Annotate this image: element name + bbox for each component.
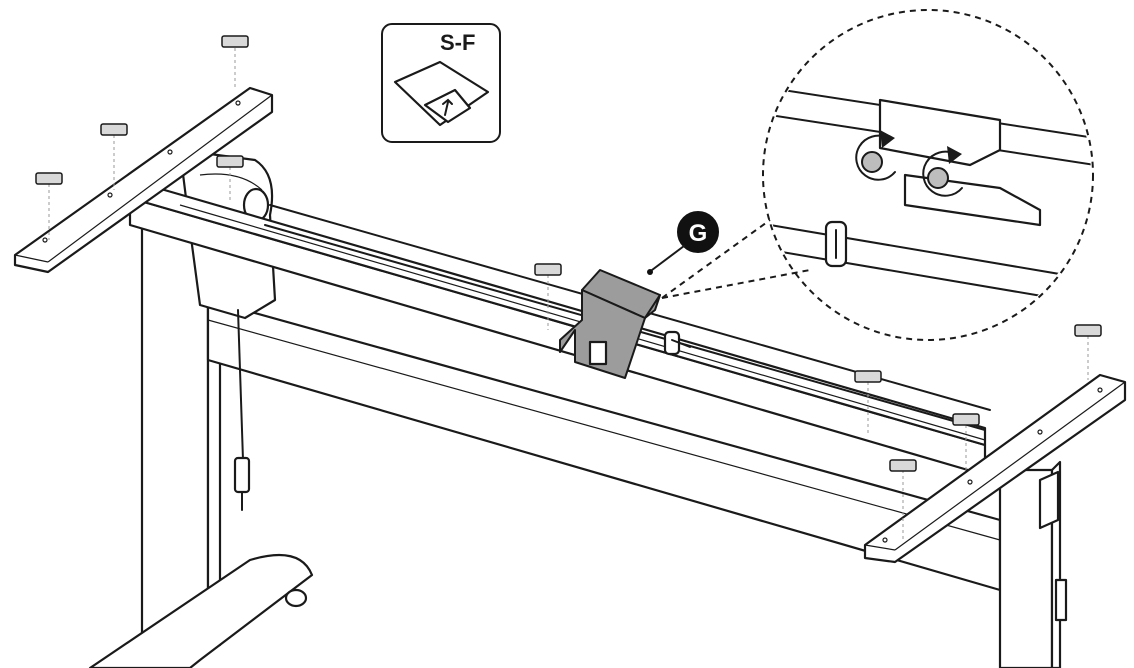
pad: [534, 263, 562, 330]
right-top-arm: [863, 373, 1127, 564]
sf-label: S-F: [440, 30, 475, 55]
rail-clamp: [663, 330, 691, 356]
pad: [952, 413, 980, 470]
sf-reference-box: S-F: [381, 23, 501, 143]
right-leg: [998, 460, 1068, 668]
part-g-callout: G: [647, 211, 719, 275]
bracket-g: [559, 269, 661, 379]
pad: [1074, 324, 1102, 380]
part-g-label: G: [689, 220, 708, 247]
part-g-badge: [677, 211, 719, 253]
pad: [889, 459, 917, 540]
pad: [854, 370, 882, 435]
left-top-arm: [13, 86, 274, 274]
pad: [216, 155, 244, 200]
pad: [100, 123, 128, 190]
detail-magnifier: [661, 9, 1094, 341]
pad-set: [35, 35, 1102, 540]
pad: [221, 35, 249, 88]
pad: [35, 172, 63, 240]
